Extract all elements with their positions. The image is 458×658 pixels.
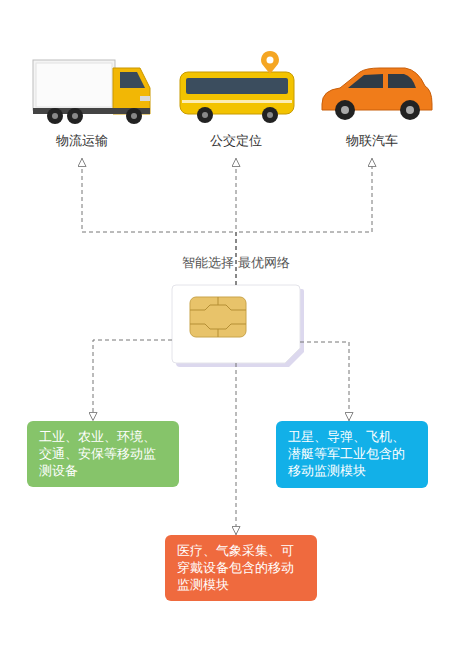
category-box: 医疗、气象采集、可穿戴设备包含的移动监测模块 [165,535,317,601]
dashed-arrow [236,363,237,535]
bus-illustration [180,51,294,123]
vehicle-node: 物流运输 [22,50,142,158]
category-text: 医疗、气象采集、可穿戴设备包含的移动监测模块 [177,542,305,593]
sim-card-illustration [172,285,304,367]
vehicle-label: 公交定位 [176,132,296,150]
vehicle-node: 公交定位 [176,50,296,158]
category-text: 卫星、导弹、飞机、潜艇等军工业包含的移动监测模块 [288,428,416,479]
category-box: 卫星、导弹、飞机、潜艇等军工业包含的移动监测模块 [276,421,428,488]
car-illustration [322,68,432,120]
vehicle-label: 物流运输 [22,132,142,150]
category-text: 工业、农业、环境、交通、安保等移动监测设备 [39,428,167,479]
dashed-arrow [300,342,349,421]
dashed-arrow [93,340,172,421]
sim-card-node: 智能选择 最优网络 [172,285,300,363]
category-box: 工业、农业、环境、交通、安保等移动监测设备 [27,421,179,487]
network-caption: 智能选择 最优网络 [136,254,336,272]
truck-illustration [33,60,150,124]
vehicle-label: 物联汽车 [312,132,432,150]
vehicle-node: 物联汽车 [312,50,432,158]
